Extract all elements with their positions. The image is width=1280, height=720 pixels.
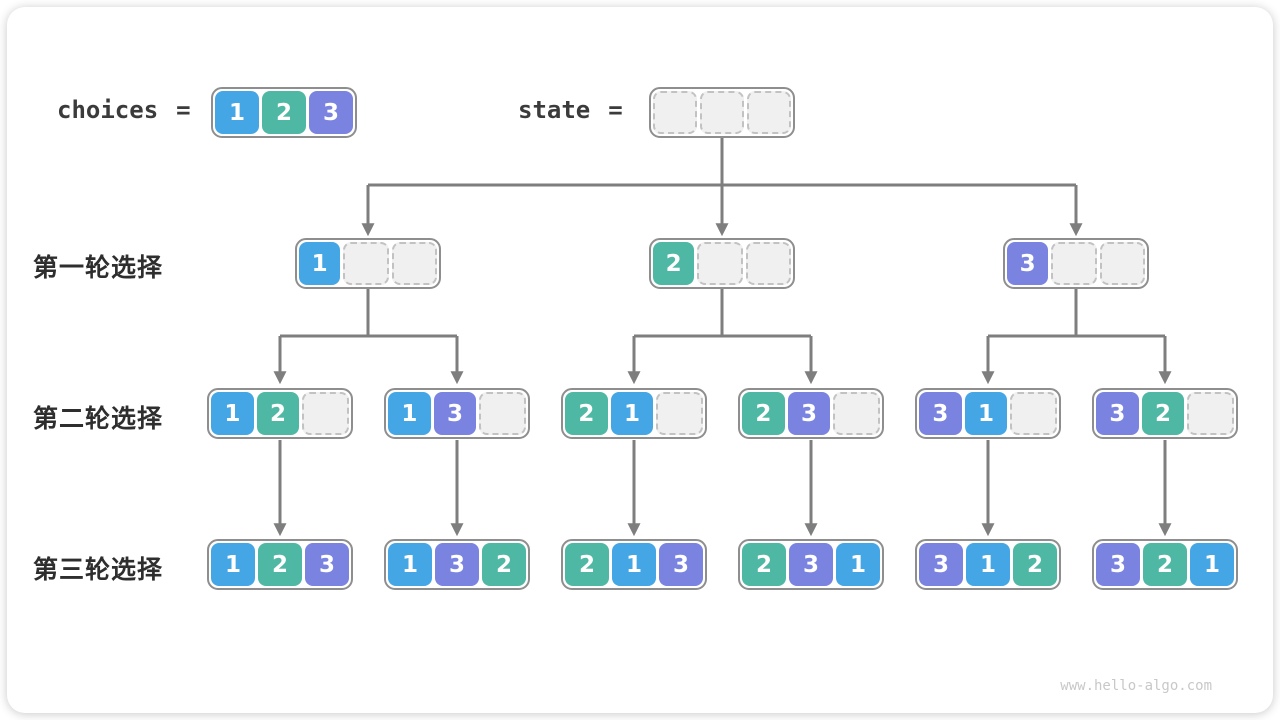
array-cell: 2 <box>742 392 785 435</box>
array-cell <box>747 91 791 134</box>
array-cell: 1 <box>964 392 1008 435</box>
array-cell: 3 <box>309 91 353 134</box>
array-cell: 2 <box>262 91 306 134</box>
round-1-label: 第一轮选择 <box>33 253 164 282</box>
watermark: www.hello-algo.com <box>1060 678 1212 694</box>
array-cell: 1 <box>836 543 880 586</box>
state-node: 3 2 <box>1092 388 1238 439</box>
array-cell <box>1099 242 1145 285</box>
array-cell: 1 <box>211 392 254 435</box>
array-cell: 3 <box>659 543 703 586</box>
array-cell: 1 <box>1190 543 1234 586</box>
array-cell <box>745 242 791 285</box>
choices-label-line: choices = <box>57 96 191 124</box>
array-cell: 3 <box>919 543 963 586</box>
array-cell <box>302 392 350 435</box>
array-cell: 1 <box>610 392 654 435</box>
state-label-line: state = <box>518 96 623 124</box>
array-cell: 2 <box>1141 392 1185 435</box>
state-node: 1 2 <box>207 388 353 439</box>
array-cell: 3 <box>787 392 831 435</box>
array-cell: 1 <box>215 91 259 134</box>
array-cell <box>833 392 881 435</box>
state-node: 1 3 2 <box>384 539 530 590</box>
array-cell: 2 <box>1143 543 1187 586</box>
array-cell <box>653 91 697 134</box>
array-cell: 3 <box>433 392 477 435</box>
array-cell: 1 <box>388 392 431 435</box>
choices-array: 1 2 3 <box>211 87 357 138</box>
array-cell: 1 <box>211 543 255 586</box>
state-node: 2 3 <box>738 388 884 439</box>
state-node: 3 <box>1003 238 1149 289</box>
state-equals: = <box>608 96 623 124</box>
array-cell <box>656 392 704 435</box>
state-node: 2 3 1 <box>738 539 884 590</box>
state-node: 1 2 3 <box>207 539 353 590</box>
state-node: 2 1 3 <box>561 539 707 590</box>
state-node: 1 3 <box>384 388 530 439</box>
state-keyword: state <box>518 96 591 124</box>
array-cell: 2 <box>482 543 526 586</box>
array-cell: 1 <box>388 543 432 586</box>
array-cell <box>391 242 437 285</box>
array-cell: 3 <box>919 392 962 435</box>
state-node: 2 <box>649 238 795 289</box>
array-cell <box>1010 392 1058 435</box>
state-node: 3 1 <box>915 388 1061 439</box>
array-cell: 3 <box>789 543 833 586</box>
array-cell: 3 <box>435 543 479 586</box>
array-cell: 2 <box>653 242 695 285</box>
array-cell: 2 <box>742 543 786 586</box>
array-cell: 2 <box>565 543 609 586</box>
state-node: 1 <box>295 238 441 289</box>
array-cell <box>1187 392 1235 435</box>
state-node: 3 2 1 <box>1092 539 1238 590</box>
state-node: 2 1 <box>561 388 707 439</box>
array-cell: 2 <box>1013 543 1057 586</box>
round-2-label: 第二轮选择 <box>33 404 164 433</box>
array-cell: 1 <box>299 242 341 285</box>
array-cell <box>343 242 389 285</box>
array-cell: 2 <box>565 392 608 435</box>
array-cell: 1 <box>612 543 656 586</box>
state-array <box>649 87 795 138</box>
array-cell: 3 <box>1096 392 1139 435</box>
array-cell: 1 <box>966 543 1010 586</box>
array-cell: 2 <box>256 392 300 435</box>
round-3-label: 第三轮选择 <box>33 555 164 584</box>
array-cell <box>700 91 744 134</box>
choices-keyword: choices <box>57 96 159 124</box>
array-cell <box>479 392 527 435</box>
array-cell: 3 <box>1096 543 1140 586</box>
array-cell: 2 <box>258 543 302 586</box>
array-cell: 3 <box>1007 242 1049 285</box>
array-cell <box>697 242 743 285</box>
state-node: 3 1 2 <box>915 539 1061 590</box>
choices-equals: = <box>176 96 191 124</box>
array-cell: 3 <box>305 543 349 586</box>
array-cell <box>1051 242 1097 285</box>
